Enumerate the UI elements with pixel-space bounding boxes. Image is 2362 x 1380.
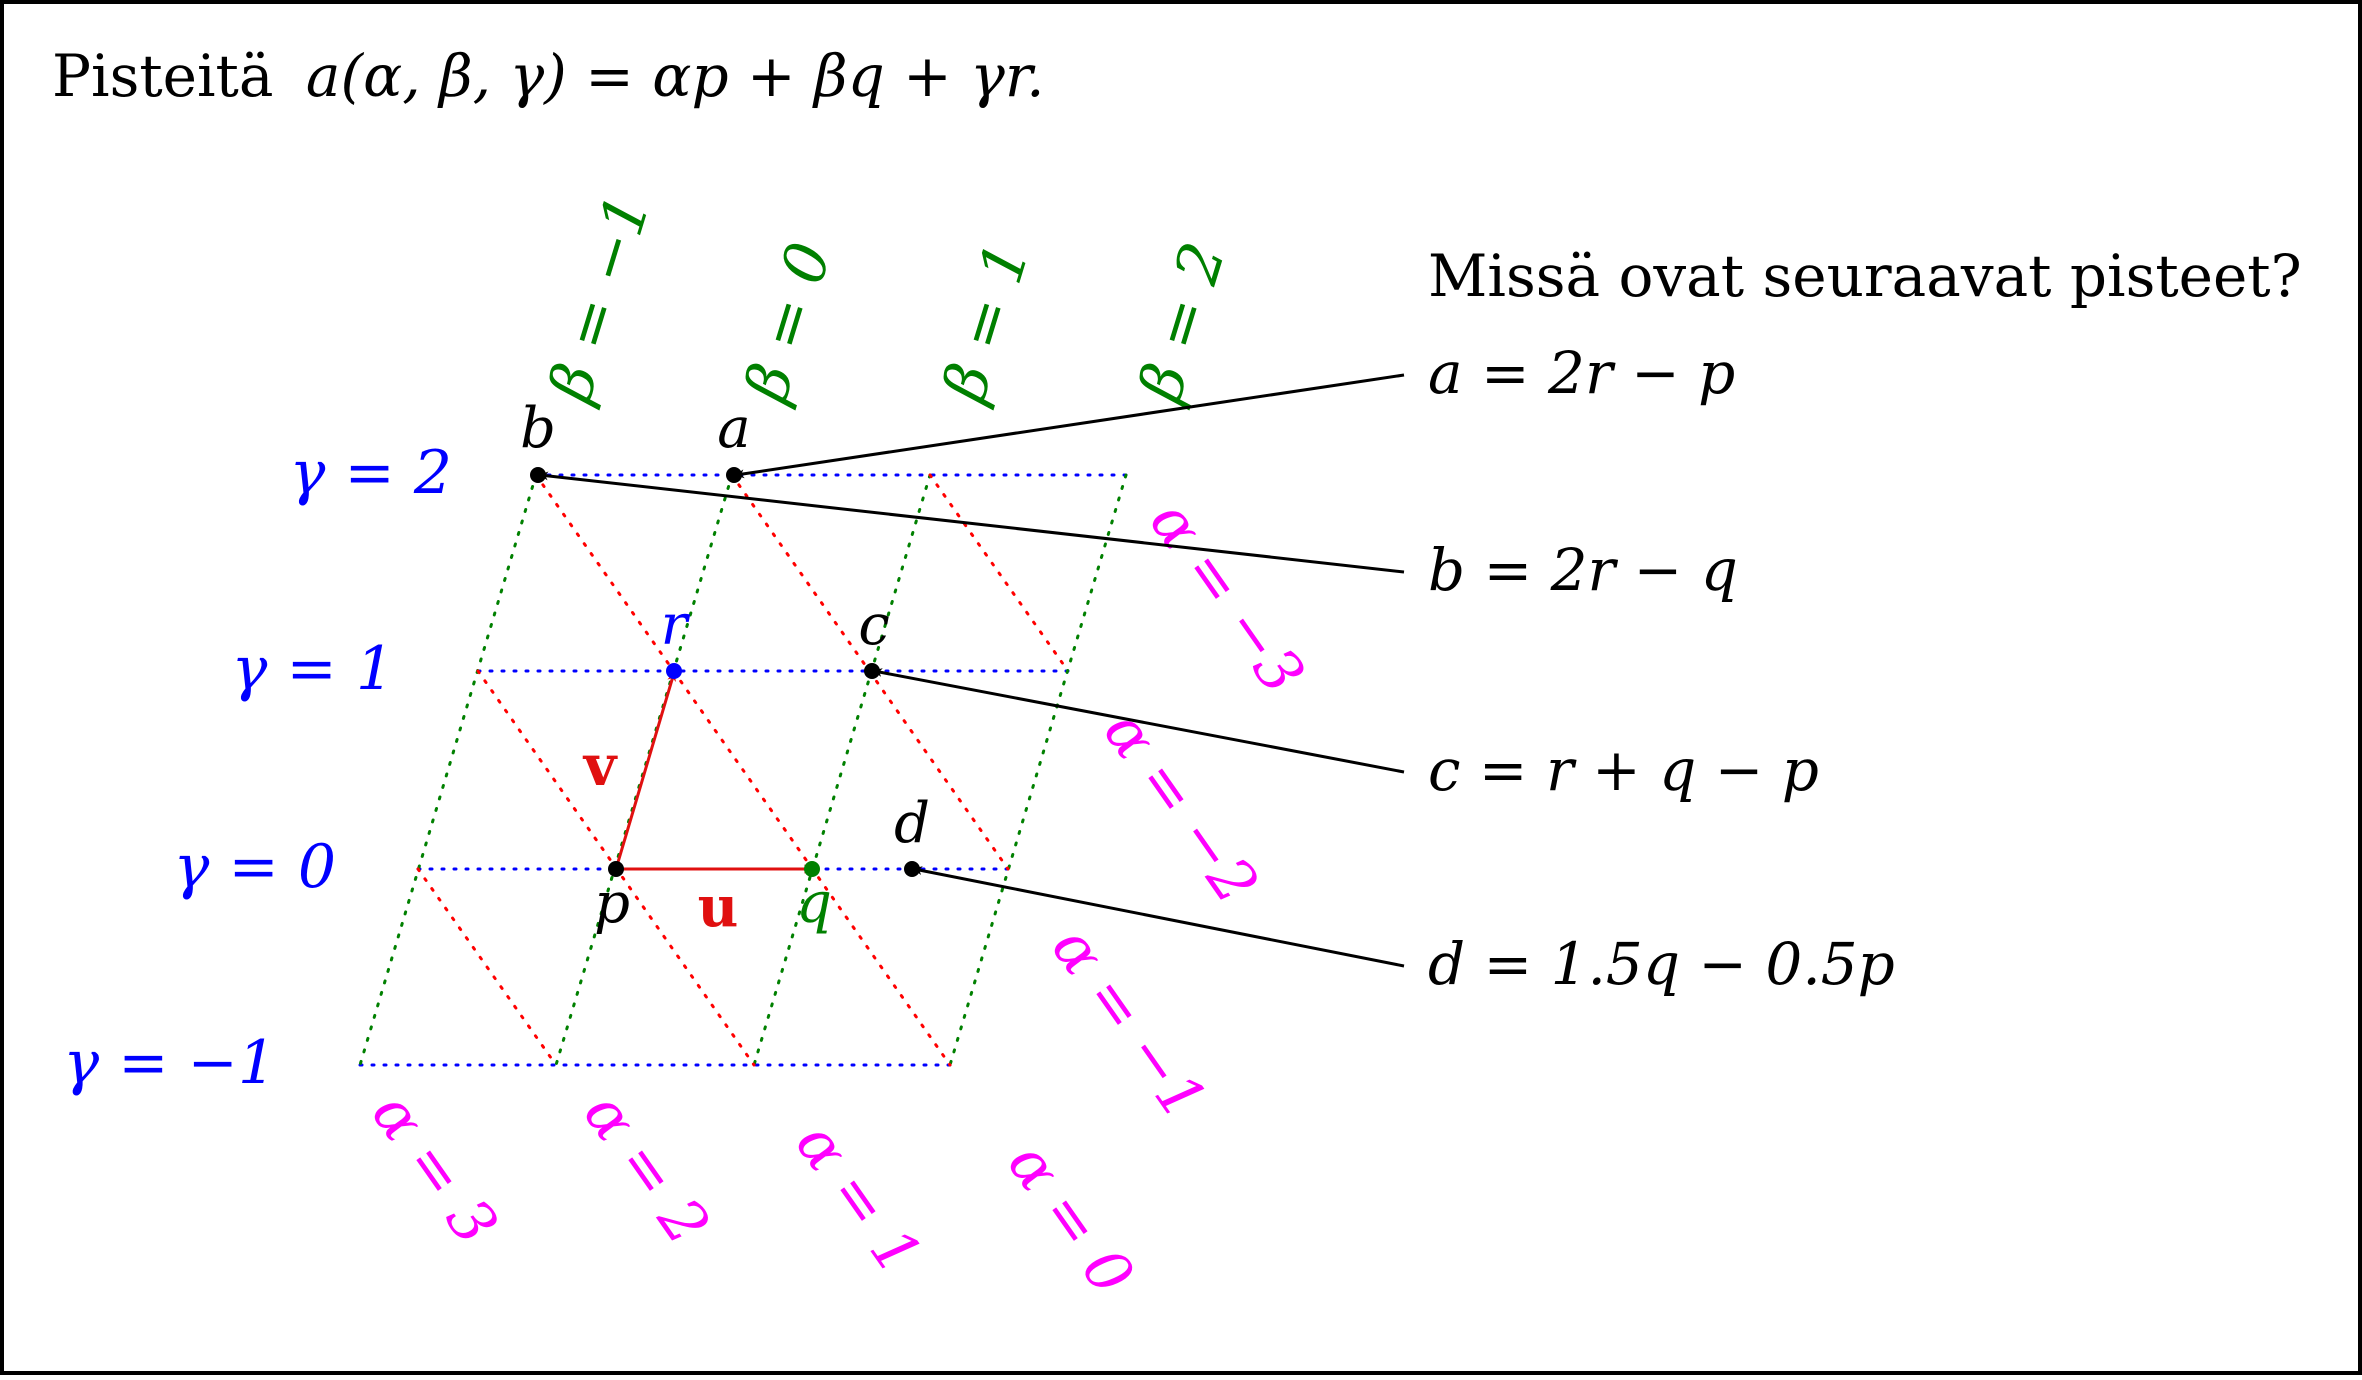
point-label-p: p: [594, 871, 630, 936]
point-label-q: q: [796, 871, 832, 936]
basis-vectors: u v: [582, 672, 813, 940]
vector-v-label: v: [582, 733, 618, 799]
alpha-line-3: [416, 867, 558, 1067]
arrow-b: [539, 471, 1405, 574]
gamma-label-minus-1: γ = −1: [63, 1028, 276, 1098]
beta-label-2: β = 2: [1125, 235, 1240, 412]
arrow-d: [913, 866, 1405, 968]
gamma-labels: γ = 2 γ = 1 γ = 0 γ = −1: [63, 438, 452, 1098]
point-d: [904, 861, 920, 877]
question-text: Missä ovat seuraavat pisteet?: [1428, 242, 2302, 310]
beta-label-0: β = 0: [731, 235, 846, 412]
alpha-line-1: [534, 473, 952, 1067]
title-formula: a(α, β, γ) = αp + βq + γr.: [306, 42, 1045, 110]
title: Pisteitä a(α, β, γ) = αp + βq + γr.: [52, 42, 1045, 110]
point-label-c: c: [858, 593, 889, 658]
point-label-b: b: [520, 396, 556, 461]
point-label-a: a: [717, 396, 750, 461]
point-b: [530, 467, 546, 483]
point-label-r: r: [661, 593, 691, 658]
point-c: [864, 663, 880, 679]
beta-line-1: [752, 473, 932, 1067]
beta-labels: β = −1 β = 0 β = 1 β = 2: [535, 187, 1240, 412]
point-label-d: d: [894, 791, 930, 856]
equations: a = 2r − p b = 2r − q c = r + q − p d = …: [1428, 339, 1895, 998]
alpha-lines: [416, 473, 1070, 1067]
beta-label-1: β = 1: [929, 235, 1044, 412]
point-a: [726, 467, 742, 483]
gamma-label-0: γ = 0: [174, 832, 336, 902]
alpha-label-minus-2: α = −2: [1090, 698, 1272, 916]
alpha-label-1: α = 1: [782, 1110, 935, 1287]
alpha-label-0: α = 0: [994, 1130, 1147, 1307]
point-p: [608, 861, 624, 877]
equation-b: b = 2r − q: [1428, 536, 1738, 604]
vector-v: [614, 672, 677, 870]
alpha-label-2: α = 2: [570, 1080, 723, 1257]
point-q: [804, 861, 820, 877]
equation-c: c = r + q − p: [1428, 736, 1819, 804]
beta-label-minus-1: β = −1: [535, 187, 664, 412]
alpha-right-labels: α = −3 α = −2 α = −1: [1038, 488, 1318, 1132]
title-word: Pisteitä: [52, 42, 273, 110]
alpha-label-3: α = 3: [358, 1080, 511, 1257]
equation-d: d = 1.5q − 0.5p: [1428, 930, 1895, 998]
gamma-label-2: γ = 2: [290, 438, 452, 508]
vector-u-label: u: [698, 874, 739, 940]
equation-a: a = 2r − p: [1428, 339, 1735, 407]
alpha-bottom-labels: α = 3 α = 2 α = 1 α = 0: [358, 1080, 1147, 1307]
point-labels: b a r c d p q: [520, 396, 930, 936]
beta-line-minus-1: [358, 473, 538, 1067]
points: [530, 467, 920, 877]
gamma-label-1: γ = 1: [232, 634, 394, 704]
point-r: [666, 663, 682, 679]
alpha-line-minus-1: [928, 473, 1070, 673]
connector-arrows: [539, 373, 1405, 968]
alpha-label-minus-1: α = −1: [1038, 914, 1220, 1132]
arrow-a: [735, 373, 1405, 479]
alpha-label-minus-3: α = −3: [1136, 488, 1318, 706]
arrow-c: [873, 668, 1405, 774]
